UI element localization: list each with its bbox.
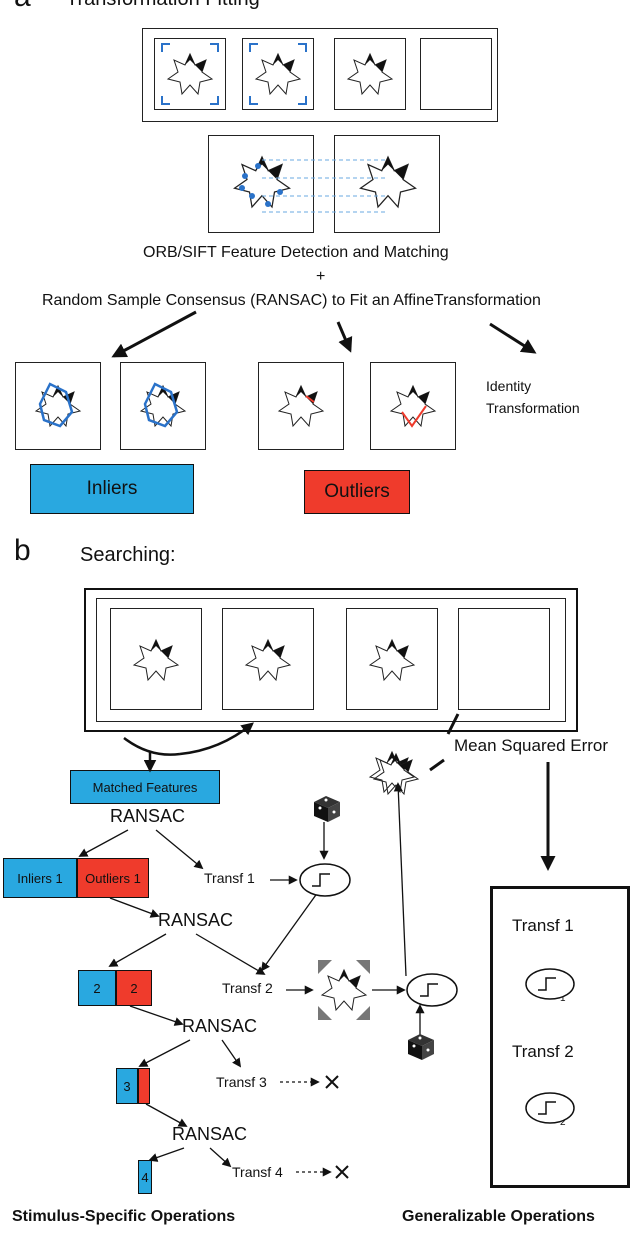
mse-tick-1: [446, 713, 460, 735]
outlier-star-2: [390, 385, 436, 428]
frame-b3: [346, 608, 438, 710]
mse-tick-2: [429, 758, 445, 772]
frame-b4-empty: [458, 608, 550, 710]
arrow-to-outliers: [336, 321, 353, 353]
frame-b1-star: [133, 639, 179, 681]
curve-right: [179, 722, 254, 756]
frame-a1-star: [161, 43, 219, 105]
transf-1-label: Transf 1: [204, 870, 255, 886]
inliers-3-box: 3: [116, 1068, 138, 1104]
frame-b2-star: [245, 639, 291, 681]
inliers-4-box: 4: [138, 1160, 152, 1194]
inliers-2-box: 2: [78, 970, 116, 1006]
match-left-star: [233, 156, 291, 208]
curve-left: [123, 737, 181, 756]
ransac-caption: Random Sample Consensus (RANSAC) to Fit …: [42, 292, 541, 309]
operation-1-ellipse: [299, 863, 351, 897]
frame-b1: [110, 608, 202, 710]
identity-label-1: Identity: [486, 378, 532, 394]
arrow-to-identity: [489, 322, 537, 354]
panel-a-title: Transformation Fitting: [66, 0, 260, 11]
panel-a-letter: a: [14, 0, 31, 14]
frame-a3-star: [347, 53, 393, 95]
generalizable-label: Generalizable Operations: [402, 1208, 595, 1225]
general-op-2-ellipse: [525, 1092, 575, 1124]
transf4-x-icon: [335, 1165, 349, 1179]
outliers-1-box: Outliers 1: [77, 858, 149, 898]
frame-a1: [154, 38, 226, 110]
frame-a3: [334, 38, 406, 110]
generalizable-box: [490, 886, 630, 1188]
dice-icon-2: [408, 1034, 434, 1060]
general-transf-1-label: Transf 1: [512, 916, 574, 935]
frame-a2-star: [249, 43, 307, 105]
match-frame-right: [334, 135, 440, 233]
panel-b-letter: b: [14, 534, 31, 567]
ransac-label-4: RANSAC: [172, 1124, 248, 1144]
transf-4-label: Transf 4: [232, 1164, 283, 1180]
transf-3-label: Transf 3: [216, 1074, 267, 1090]
outlier-star-1: [278, 385, 324, 427]
inlier-frame-1: [15, 362, 101, 450]
transf-2-label: Transf 2: [222, 980, 273, 996]
outlier-frame-2: [370, 362, 456, 450]
inlier-star-1: [35, 382, 81, 428]
mse-label: Mean Squared Error: [454, 736, 609, 755]
transf3-x-icon: [325, 1075, 339, 1089]
outliers-legend: Outliers: [304, 470, 410, 514]
stimulus-specific-label: Stimulus-Specific Operations: [12, 1208, 236, 1225]
operation-2-ellipse: [406, 973, 458, 1007]
frame-a2: [242, 38, 314, 110]
ransac-label-3: RANSAC: [182, 1016, 258, 1036]
ransac-label-2: RANSAC: [158, 910, 234, 930]
outliers-2-box: 2: [116, 970, 152, 1006]
frame-b2: [222, 608, 314, 710]
inlier-star-2: [140, 382, 186, 428]
inliers-legend: Inliers: [30, 464, 194, 514]
outlier-frame-1: [258, 362, 344, 450]
outliers-3-box: [138, 1068, 150, 1104]
dice-icon-1: [314, 796, 340, 822]
inlier-frame-2: [120, 362, 206, 450]
arrow-to-inliers: [111, 310, 197, 358]
general-transf-2-label: Transf 2: [512, 1042, 574, 1061]
general-op-1-ellipse: [525, 968, 575, 1000]
frame-b3-star: [369, 639, 415, 681]
transformed-star: [318, 960, 370, 1020]
match-right-star: [359, 156, 417, 208]
detection-caption: ORB/SIFT Feature Detection and Matching: [143, 244, 449, 261]
identity-label-2: Transformation: [486, 400, 580, 416]
ransac-label-1: RANSAC: [110, 806, 186, 826]
general-op1-subscript: 1: [560, 993, 566, 1004]
panel-b-title: Searching:: [80, 544, 176, 566]
match-lines: [262, 159, 388, 213]
frame-a4-empty: [420, 38, 492, 110]
match-frame-left: [208, 135, 314, 233]
inliers-1-box: Inliers 1: [3, 858, 77, 898]
general-op2-subscript: 2: [560, 1117, 566, 1128]
plus-sign: +: [316, 268, 326, 285]
predicted-star: [369, 751, 419, 795]
